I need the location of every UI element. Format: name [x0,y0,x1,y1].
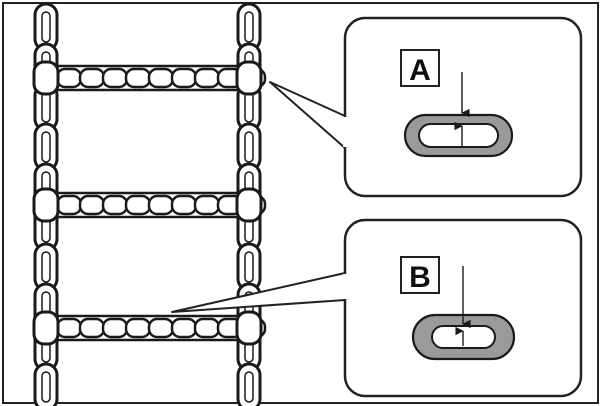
cross-chain-link [101,194,129,216]
cross-chain-link [55,67,83,89]
cross-chain-link [193,317,221,339]
side-chain-link-hole [244,251,254,283]
cross-chain-link [78,317,106,339]
tire-chain [32,2,267,406]
callout-b: B [171,218,583,398]
label-box-b [400,256,440,294]
cross-chain-link [55,317,83,339]
callout-b-pointer-cover [343,274,349,299]
label-b: B [409,261,431,294]
cross-chain-link [147,194,175,216]
cross-chain-link [124,194,152,216]
chain-link-hole-a [418,123,499,148]
cross-chain-link [193,194,221,216]
cross-chain-link [170,67,198,89]
side-chain-link-hole [41,91,51,123]
chain-joint-ring [235,310,263,346]
side-chain-link-hole [41,131,51,163]
cross-chain-link [170,194,198,216]
cross-chain-link [78,67,106,89]
chain-joint-ring [32,310,60,346]
cross-chain-link [101,67,129,89]
label-a: A [409,54,431,87]
side-chain-link-hole [41,11,51,43]
chain-joint-ring [32,60,60,96]
callout-a-panel [343,16,583,198]
side-chain-link-hole [244,131,254,163]
side-chain-link-hole [41,251,51,283]
cross-chain-link [124,67,152,89]
side-chain-link-hole [244,371,254,403]
cross-chain-link [147,317,175,339]
cross-chain-link [170,317,198,339]
cross-chain-link [193,67,221,89]
side-chain-link-hole [244,91,254,123]
cross-chain-link [124,317,152,339]
cross-chain-link [78,194,106,216]
cross-chain-link [55,194,83,216]
callout-a-pointer-cover [343,117,349,147]
chain-joint-ring [235,187,263,223]
cross-chain-link [147,67,175,89]
side-chain-link-hole [41,371,51,403]
chain-joint-ring [235,60,263,96]
chain-joint-ring [32,187,60,223]
callout-a: A [269,16,583,198]
side-chain-link-hole [244,11,254,43]
label-box-a [400,49,440,87]
cross-chain-link [101,317,129,339]
